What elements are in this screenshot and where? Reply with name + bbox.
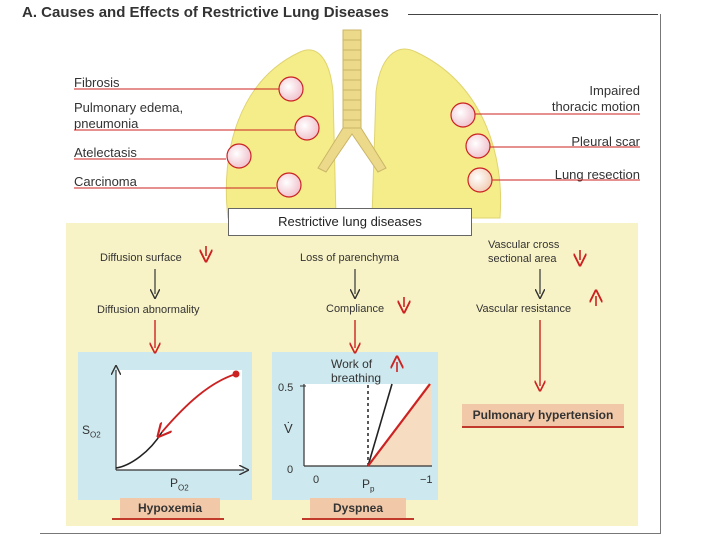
lesion-edema bbox=[294, 115, 320, 141]
wob-restrictive-line bbox=[367, 383, 431, 467]
chart-right-title-line2: breathing bbox=[331, 371, 382, 385]
frame-border-right bbox=[660, 14, 661, 534]
chart-right-xtick-left: 0 bbox=[313, 474, 320, 486]
cause-thoracic-motion: thoracic motion bbox=[551, 99, 640, 114]
figure-title: A. Causes and Effects of Restrictive Lun… bbox=[22, 4, 389, 21]
cause-atelectasis: Atelectasis bbox=[74, 145, 137, 160]
flow-vascular-cross: Vascular cross bbox=[488, 239, 560, 251]
cause-pneumonia: pneumonia bbox=[74, 116, 139, 131]
flow-sectional-area: sectional area bbox=[488, 253, 557, 265]
chart-right-ytick-bottom: 0 bbox=[287, 464, 294, 476]
saturation-curve-shift bbox=[162, 373, 237, 432]
cause-carcinoma: Carcinoma bbox=[74, 174, 137, 189]
title-rule bbox=[408, 14, 658, 15]
result-pulmonary-hypertension: Pulmonary hypertension bbox=[472, 408, 614, 422]
lesion-thoracic bbox=[450, 102, 476, 128]
dyspnea-underline bbox=[302, 518, 414, 520]
result-hypoxemia: Hypoxemia bbox=[137, 501, 203, 515]
cause-fibrosis: Fibrosis bbox=[74, 75, 120, 90]
chart-left-plot-area bbox=[116, 370, 242, 470]
dyspnea-box bbox=[310, 498, 406, 518]
cause-lung-resection: Lung resection bbox=[554, 167, 640, 182]
frame-border-bottom bbox=[40, 533, 661, 534]
flow-diffusion-abnormality: Diffusion abnormality bbox=[97, 304, 200, 316]
saturation-curve-start-dot bbox=[232, 370, 240, 378]
lesion-pleural bbox=[465, 133, 491, 159]
flow-loss-of-parenchyma: Loss of parenchyma bbox=[300, 252, 400, 264]
chart-right-ytick-top: 0.5 bbox=[278, 382, 294, 394]
flow-arrows-red bbox=[155, 320, 540, 386]
lesion-carcinoma bbox=[276, 172, 302, 198]
chart-left-xlabel: PO2 bbox=[170, 476, 189, 493]
hypoxemia-box bbox=[120, 498, 220, 518]
saturation-curve-normal bbox=[115, 431, 163, 469]
change-indicators bbox=[206, 246, 596, 372]
flow-diffusion-surface: Diffusion surface bbox=[100, 252, 182, 264]
leader-lines-right bbox=[474, 113, 640, 181]
left-lung bbox=[225, 49, 337, 219]
lesion-resection bbox=[467, 167, 493, 193]
flow-vascular-resistance: Vascular resistance bbox=[476, 303, 572, 315]
pulm-htn-box bbox=[462, 404, 624, 426]
hypoxemia-underline bbox=[112, 518, 224, 520]
bronchi bbox=[317, 127, 387, 173]
cause-impaired: Impaired bbox=[589, 83, 640, 98]
pulm-htn-underline bbox=[462, 426, 624, 428]
chart-right-title-line1: Work of bbox=[331, 357, 373, 371]
result-dyspnea: Dyspnea bbox=[332, 501, 384, 515]
chart-right-xtick-right: −1 bbox=[420, 474, 433, 486]
cause-pulmonary-edema: Pulmonary edema, bbox=[74, 100, 184, 115]
chart-right-xlabel: Pp bbox=[362, 477, 375, 494]
wob-normal-line bbox=[367, 383, 393, 467]
center-box-restrictive-diseases: Restrictive lung diseases bbox=[228, 208, 472, 236]
chart-left-axes bbox=[116, 370, 244, 470]
flow-arrows-black bbox=[155, 269, 540, 294]
flow-compliance: Compliance bbox=[326, 303, 385, 315]
chart-left-ylabel: SO2 bbox=[82, 423, 101, 440]
chart-right-ylabel: V̇ bbox=[284, 421, 293, 436]
lesion-atelectasis bbox=[226, 143, 252, 169]
lesion-fibrosis bbox=[278, 76, 304, 102]
leader-lines-left bbox=[74, 88, 296, 189]
cause-pleural-scar: Pleural scar bbox=[571, 134, 640, 149]
